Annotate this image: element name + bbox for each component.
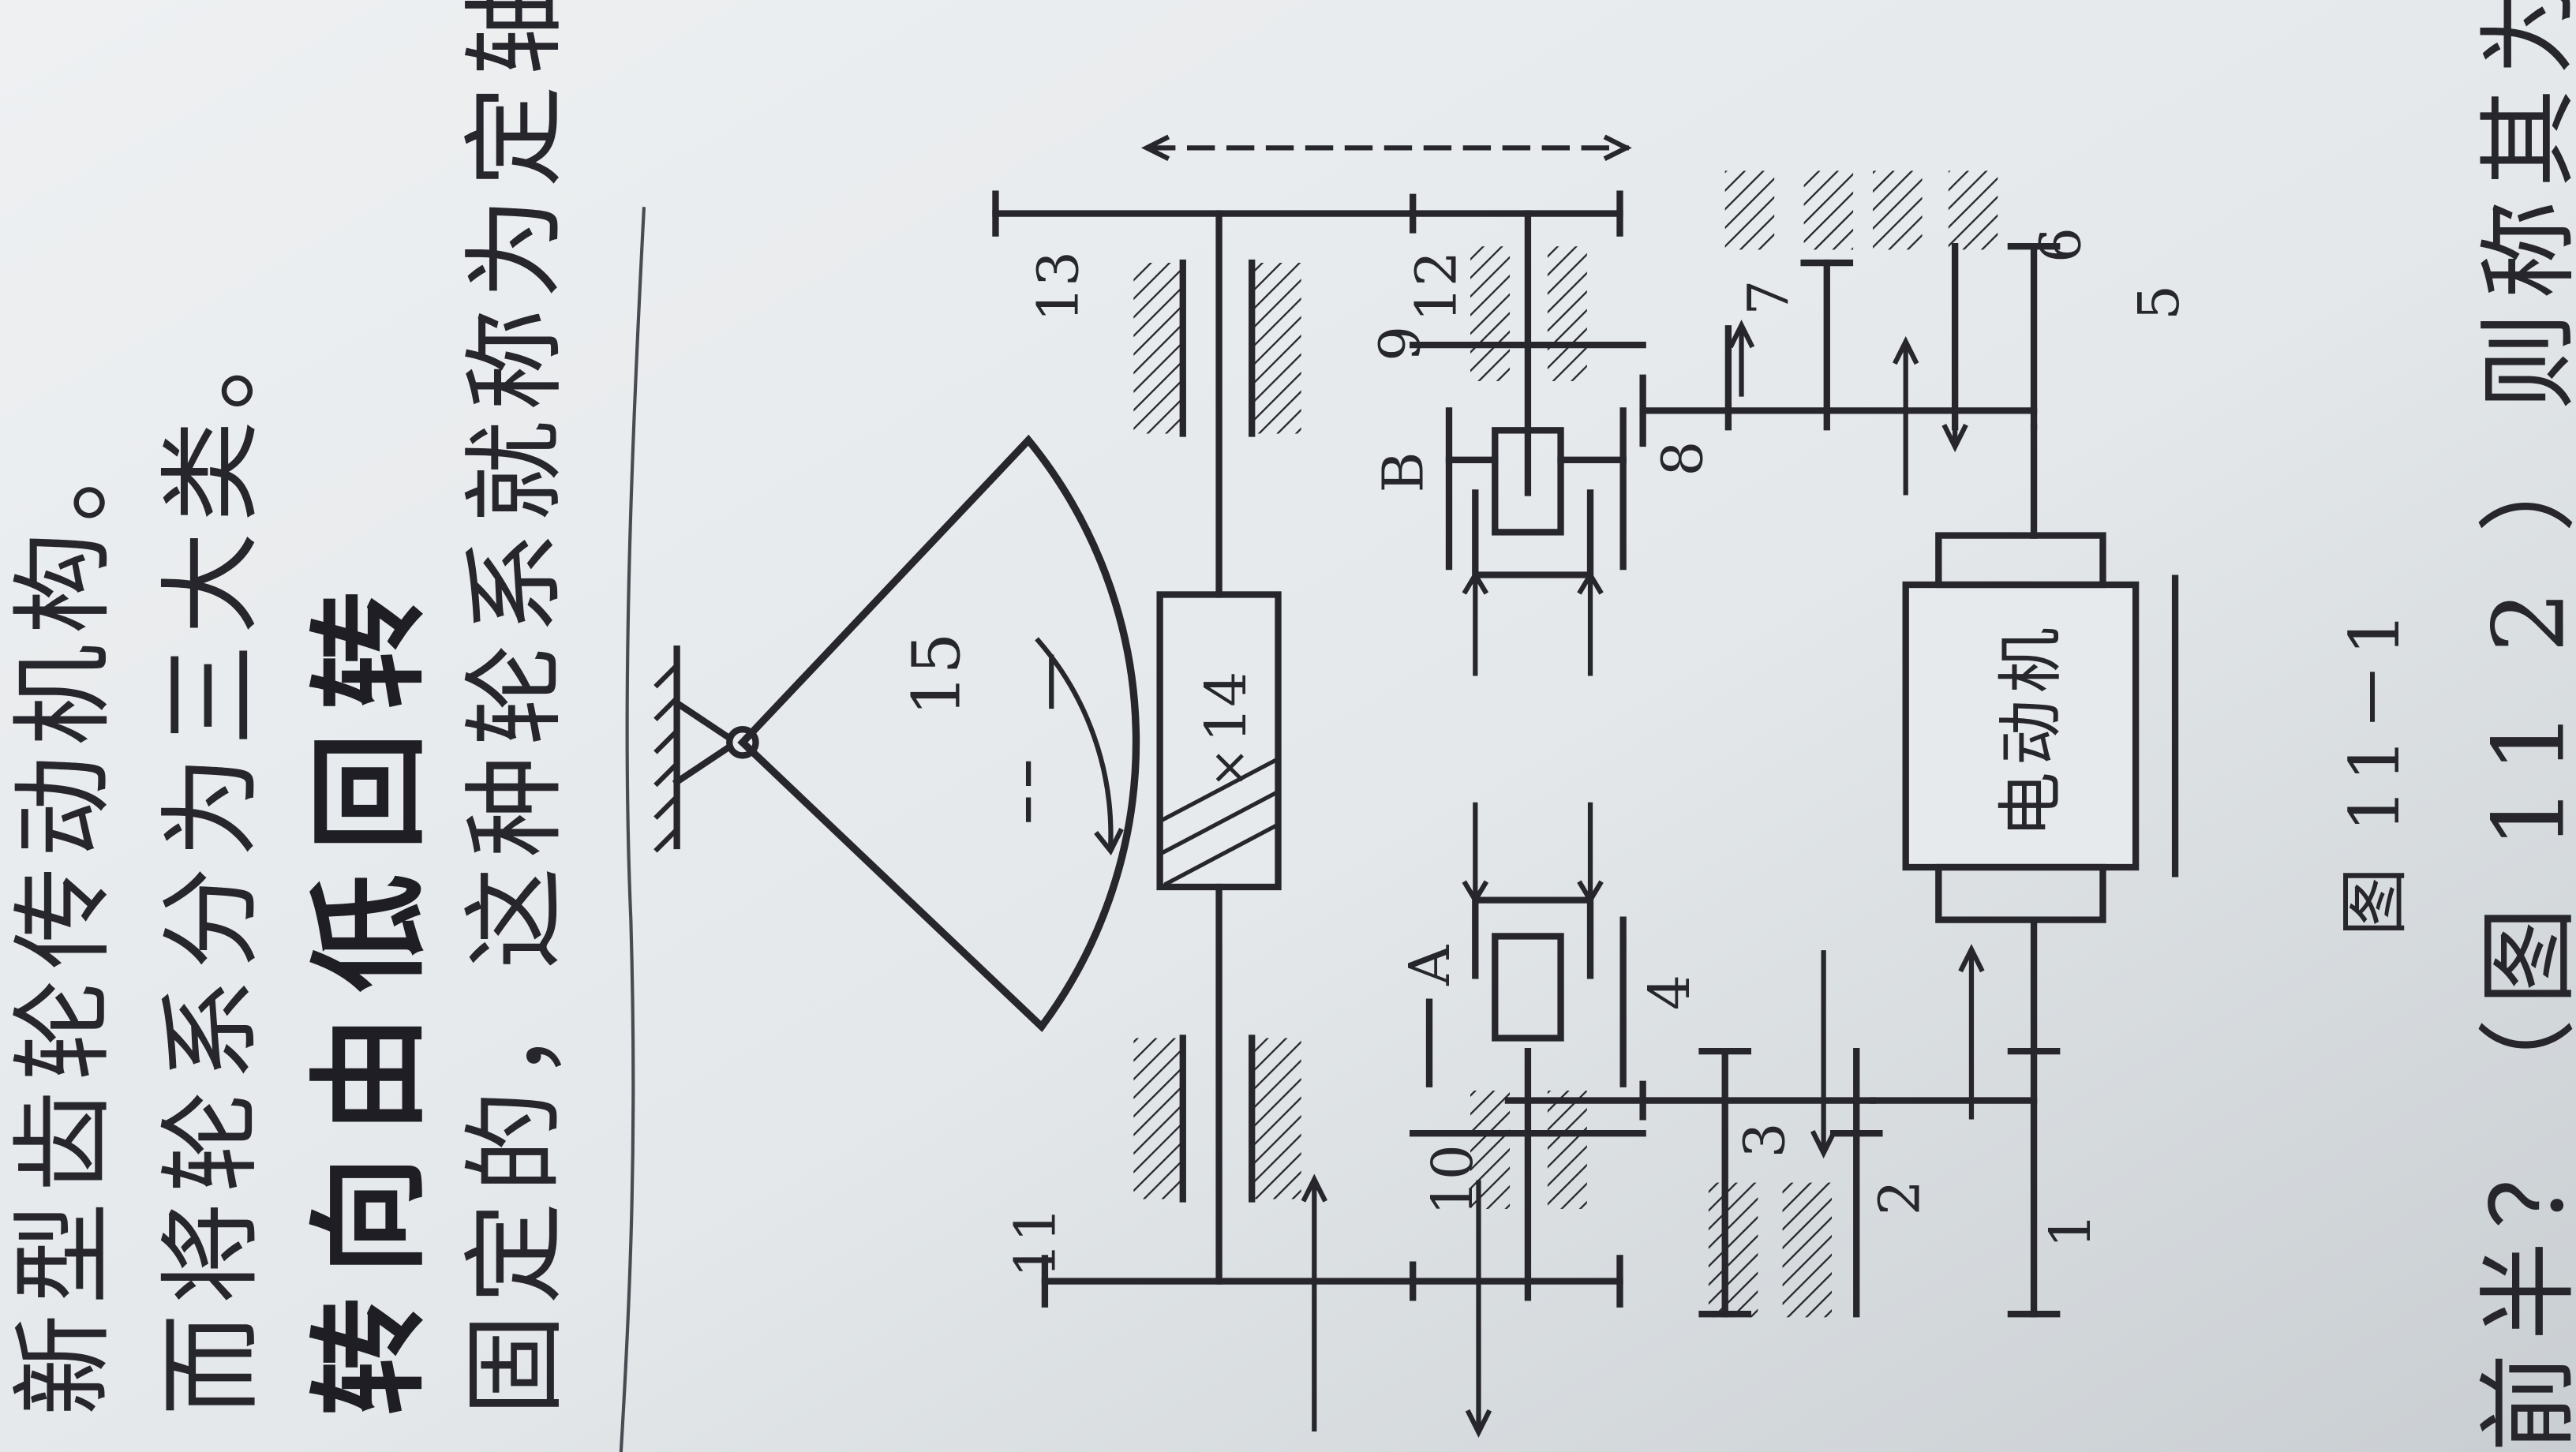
- label-gear-4: 4: [1637, 975, 1702, 1010]
- pencil-line: [619, 207, 646, 1452]
- label-gear-11: 11: [1002, 1207, 1068, 1278]
- label-gear-9: 9: [1368, 326, 1433, 361]
- text-line-1: 新型齿轮传动机构。: [5, 410, 123, 1416]
- clutch-B: [1492, 427, 1564, 536]
- text-line-3: 固定的，这种轮系就称为定轴: [456, 0, 575, 1416]
- right-edge-fragment-1: 前半？（图 11 2 ）: [2472, 421, 2576, 1452]
- label-gear-1: 1: [2038, 1213, 2103, 1248]
- label-gear-5: 5: [2126, 285, 2192, 320]
- figure-caption: 图 11－1: [2334, 605, 2415, 936]
- label-gear-2: 2: [1866, 1180, 1932, 1215]
- label-gear-13: 13: [1026, 251, 1091, 322]
- label-worm-prefix: ×: [1200, 747, 1257, 788]
- worm-14: [1156, 591, 1282, 891]
- fixed-support-hatch: [653, 661, 681, 853]
- label-sector-15: 15: [899, 633, 975, 717]
- label-gear-6: 6: [2027, 227, 2093, 263]
- label-gear-12: 12: [1403, 251, 1469, 322]
- label-gear-7: 7: [1735, 280, 1801, 316]
- label-worm-14: 14: [1193, 672, 1259, 743]
- shift-arrows: [1140, 134, 1985, 1439]
- handwritten-note: 转向由低回转: [301, 568, 439, 1416]
- gear-train-diagram: [653, 134, 2179, 1439]
- label-gear-8: 8: [1650, 441, 1716, 477]
- clutch-A: [1492, 933, 1564, 1042]
- sector-gear-15: [737, 434, 1140, 1032]
- rotation-arrow: [1035, 637, 1114, 849]
- label-gear-10: 10: [1420, 1144, 1485, 1215]
- label-clutch-B: B: [1371, 451, 1436, 492]
- right-edge-fragment-2: 则称其为: [2472, 0, 2576, 410]
- text-line-2: 而将轮系分为三大类。: [152, 299, 271, 1416]
- motor-label: 电动机: [1993, 621, 2069, 838]
- label-gear-3: 3: [1732, 1122, 1798, 1158]
- label-clutch-A: A: [1397, 945, 1462, 986]
